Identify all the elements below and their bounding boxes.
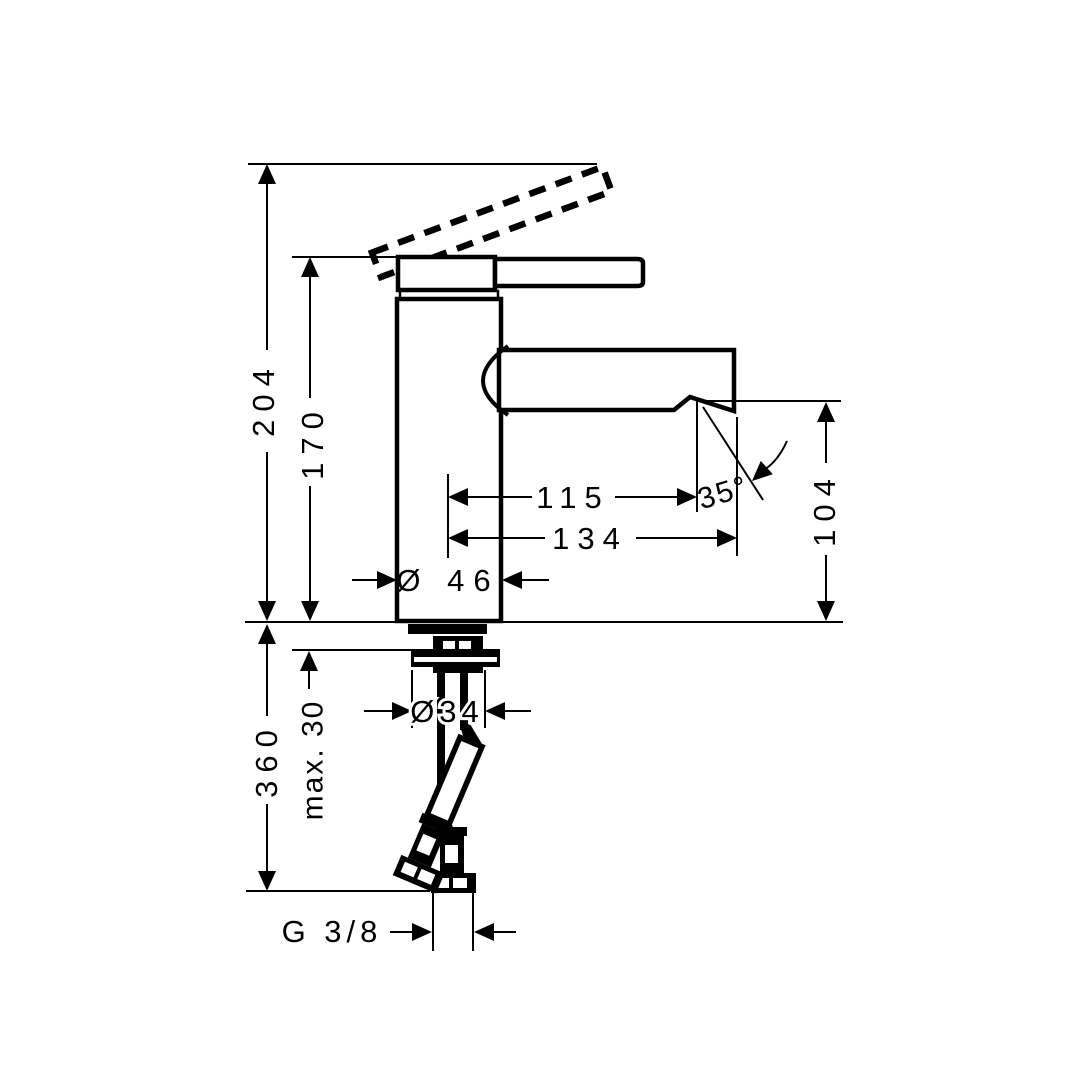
arrowhead <box>258 624 276 644</box>
supply-hose-angled <box>392 733 486 894</box>
arrowhead <box>752 460 773 481</box>
dim-label-170: 170 <box>295 404 330 480</box>
dimension-shank-diameter: Ø34 <box>364 691 531 732</box>
spout-body-junction-arc <box>481 344 510 417</box>
spout-angle-line <box>702 406 764 501</box>
dimension-spout-reach: 134 <box>448 521 737 556</box>
faucet-spout <box>496 347 737 415</box>
faucet-handle <box>395 254 646 301</box>
open-lever-dashed-outline <box>367 162 616 282</box>
extension-lines <box>245 163 843 892</box>
arrowhead <box>485 702 505 720</box>
dimension-connection-thread: G 3/8 <box>282 914 516 949</box>
supply-pipe-right <box>460 673 468 730</box>
arrowhead <box>817 601 835 621</box>
base-gasket <box>408 624 487 634</box>
arrowhead <box>258 601 276 621</box>
arrowhead <box>258 164 276 184</box>
handle-open-position-dashed <box>367 162 616 282</box>
arrowhead <box>448 529 468 547</box>
arrowhead <box>474 923 494 941</box>
supply-pipe-left <box>437 673 445 828</box>
arrowhead <box>448 488 468 506</box>
mounting-nut <box>433 667 483 673</box>
arrowhead <box>258 871 276 891</box>
threaded-shank <box>433 636 483 649</box>
dimension-max-mounting-thickness: max. 30 <box>297 651 330 820</box>
dim-label-g38: G 3/8 <box>282 914 383 949</box>
arrowhead <box>300 651 318 671</box>
dimension-total-height: 204 <box>246 164 281 621</box>
dimension-spout-angle: 35° <box>694 440 788 517</box>
dim-label-204: 204 <box>246 361 281 437</box>
dimension-outlet-height: 104 <box>807 402 842 621</box>
handle-lever <box>492 256 646 289</box>
arrowhead <box>412 923 432 941</box>
dim-label-104: 104 <box>807 471 842 547</box>
dimension-handle-height: 170 <box>295 257 330 621</box>
arrowhead <box>377 571 397 589</box>
dim-label-360: 360 <box>249 722 284 798</box>
arrowhead <box>717 529 737 547</box>
faucet-body-and-spout <box>394 296 737 624</box>
under-counter-mounting <box>408 624 500 828</box>
arrowhead <box>817 402 835 422</box>
dimension-hose-length: 360 <box>249 624 284 891</box>
arrowhead <box>301 257 319 277</box>
arrowhead <box>677 488 697 506</box>
arrowhead <box>392 702 412 720</box>
dimension-reach-to-aerator: 115 <box>448 480 697 515</box>
dim-label-35deg: 35° <box>694 470 753 517</box>
handle-cap <box>395 254 498 293</box>
dim-label-dia46: Ø 46 <box>396 563 499 598</box>
arrowhead <box>301 601 319 621</box>
dim-label-134: 134 <box>552 521 628 556</box>
arrowhead <box>502 571 522 589</box>
faucet-body <box>394 296 504 624</box>
dimension-body-diameter: Ø 46 <box>352 563 549 598</box>
dim-label-115: 115 <box>536 480 609 515</box>
dim-label-dia34: Ø34 <box>410 694 484 729</box>
dim-label-max30: max. 30 <box>297 700 330 821</box>
